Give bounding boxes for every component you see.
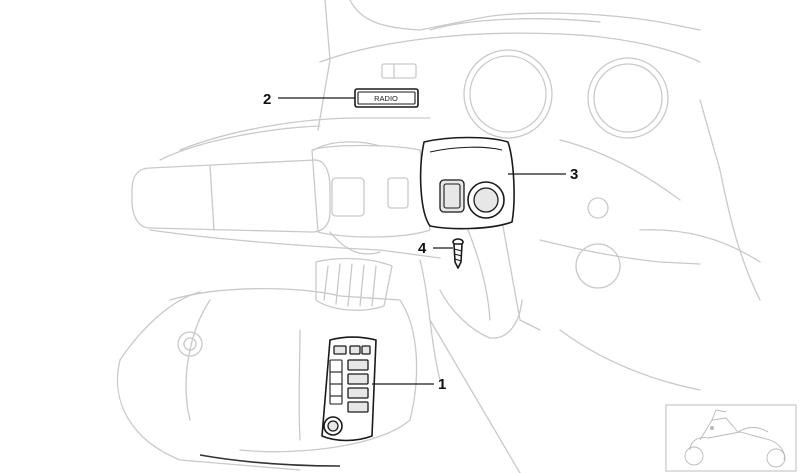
radio-label-plate: RADIO	[354, 88, 419, 108]
motorcycle-icon	[684, 409, 786, 468]
callout-1: 1	[438, 376, 446, 393]
motorcycle-context-outline	[116, 0, 761, 473]
callout-3: 3	[570, 166, 578, 183]
screw	[452, 238, 464, 269]
callout-2: 2	[263, 91, 271, 108]
callout-4: 4	[418, 240, 427, 257]
radio-plate-text: RADIO	[374, 94, 398, 103]
overview-thumbnail	[665, 404, 797, 472]
switch-housing	[419, 136, 515, 230]
radio-unit	[321, 336, 377, 442]
